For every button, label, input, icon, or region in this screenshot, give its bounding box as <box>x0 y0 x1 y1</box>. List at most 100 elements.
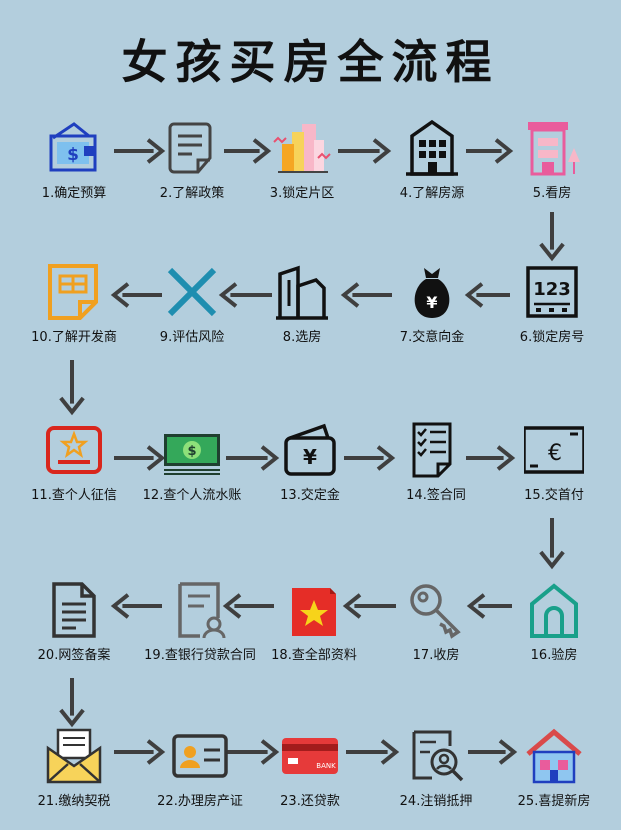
document-icon <box>168 122 212 174</box>
flow-arrow-21 <box>114 739 166 765</box>
step-1: $ 1.确定预算 <box>14 118 134 210</box>
step-label: 15.交首付 <box>524 488 584 503</box>
step-label: 4.了解房源 <box>399 186 465 201</box>
step-22: 22.办理房产证 <box>140 726 260 818</box>
flow-arrow-13 <box>344 445 396 471</box>
flow-arrow-15 <box>539 518 565 570</box>
step-label: 12.查个人流水账 <box>142 488 242 503</box>
step-label: 25.喜提新房 <box>517 794 591 809</box>
step-label: 11.查个人征信 <box>31 488 117 503</box>
step-label: 21.缴纳契税 <box>37 794 111 809</box>
flow-arrow-24 <box>468 739 518 765</box>
step-label: 18.查全部资料 <box>271 648 357 663</box>
flow-arrow-5 <box>539 212 565 262</box>
step-18: 18.查全部资料 <box>254 580 374 672</box>
house-icon <box>530 583 578 638</box>
number-board-icon: 123 <box>526 266 578 318</box>
step-6: 123 6.锁定房号 <box>492 262 612 354</box>
step-label: 19.查银行贷款合同 <box>144 648 256 663</box>
step-13: ¥ 13.交定金 <box>250 420 370 512</box>
step-14: 14.签合同 <box>376 420 496 512</box>
towers-icon <box>276 265 328 320</box>
step-5: 5.看房 <box>492 118 612 210</box>
step-2: 2.了解政策 <box>132 118 252 210</box>
step-10: 10.了解开发商 <box>14 262 134 354</box>
flow-arrow-4 <box>466 138 514 164</box>
step-8: 8.选房 <box>242 262 362 354</box>
step-label: 8.选房 <box>282 330 322 345</box>
banknote-icon: $ <box>164 434 220 475</box>
svg-text:$: $ <box>187 444 196 459</box>
flow-arrow-2 <box>224 138 272 164</box>
bank-card-text: BANK <box>316 762 336 770</box>
svg-text:¥: ¥ <box>303 445 317 469</box>
step-4: 4.了解房源 <box>372 118 492 210</box>
checklist-icon <box>412 422 452 478</box>
flow-arrow-6 <box>464 282 510 308</box>
step-3: 3.锁定片区 <box>242 118 362 210</box>
euro-bill-icon: € <box>524 426 584 474</box>
file-icon <box>52 582 96 638</box>
cross-icon <box>167 267 217 317</box>
page-title: 女孩买房全流程 <box>121 35 500 89</box>
contract-user-icon <box>178 582 226 639</box>
step-16: 16.验房 <box>494 580 614 672</box>
flow-arrow-8 <box>218 282 272 308</box>
step-label: 1.确定预算 <box>41 186 107 201</box>
flow-arrow-23 <box>346 739 400 765</box>
step-19: 19.查银行贷款合同 <box>140 580 260 672</box>
step-20: 20.网签备案 <box>14 580 134 672</box>
new-house-icon <box>526 728 582 784</box>
step-11: 11.查个人征信 <box>14 420 134 512</box>
step-7: ¥ 7.交意向金 <box>372 262 492 354</box>
step-label: 23.还贷款 <box>280 794 340 809</box>
folder-star-icon <box>292 588 336 636</box>
step-label: 5.看房 <box>532 186 572 201</box>
bank-card-icon: BANK <box>282 738 338 774</box>
step-label: 6.锁定房号 <box>519 330 585 345</box>
flow-arrow-12 <box>226 445 280 471</box>
step-label: 9.评估风险 <box>159 330 225 345</box>
svg-text:123: 123 <box>533 279 571 300</box>
svg-text:¥: ¥ <box>426 293 437 312</box>
id-card-icon <box>172 734 228 778</box>
svg-text:$: $ <box>67 145 79 165</box>
flow-arrow-19 <box>110 593 162 619</box>
flow-arrow-7 <box>340 282 392 308</box>
step-label: 16.验房 <box>530 648 578 663</box>
flow-arrow-16 <box>466 593 512 619</box>
flow-arrow-11 <box>114 445 166 471</box>
building-icon <box>406 119 458 176</box>
flow-arrow-18 <box>222 593 274 619</box>
step-17: 17.收房 <box>376 580 496 672</box>
step-label: 13.交定金 <box>280 488 340 503</box>
step-12: $ 12.查个人流水账 <box>132 420 252 512</box>
search-user-icon <box>412 730 464 782</box>
step-label: 22.办理房产证 <box>157 794 243 809</box>
flow-arrow-10 <box>59 360 85 416</box>
step-label: 20.网签备案 <box>37 648 111 663</box>
money-bag-icon: ¥ <box>414 268 450 318</box>
money-icon: $ <box>49 122 97 172</box>
flow-arrow-14 <box>466 445 516 471</box>
buildings-icon <box>273 124 331 173</box>
credit-card-icon <box>46 426 102 474</box>
flow-arrow-3 <box>338 138 392 164</box>
step-24: 24.注销抵押 <box>376 726 496 818</box>
step-label: 14.签合同 <box>406 488 466 503</box>
step-label: 10.了解开发商 <box>31 330 117 345</box>
flow-arrow-20 <box>59 678 85 728</box>
flow-arrow-22 <box>226 739 280 765</box>
apartment-icon <box>528 122 580 176</box>
step-23: BANK 23.还贷款 <box>250 726 370 818</box>
step-label: 17.收房 <box>412 648 460 663</box>
wallet-icon: ¥ <box>284 423 336 476</box>
flow-arrow-17 <box>342 593 396 619</box>
developer-icon <box>48 264 98 320</box>
svg-text:€: € <box>548 441 562 466</box>
flow-arrow-9 <box>110 282 162 308</box>
step-15: € 15.交首付 <box>494 420 614 512</box>
flow-arrow-1 <box>114 138 166 164</box>
